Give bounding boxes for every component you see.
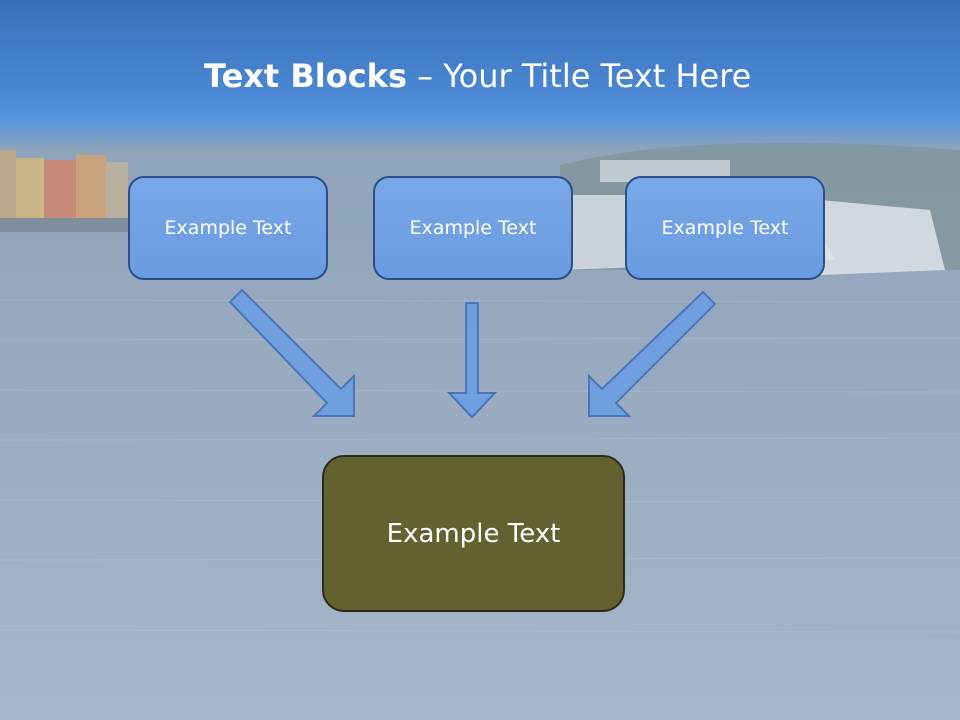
- arrow-center-down: [446, 302, 498, 419]
- top-box-left-label: Example Text: [164, 217, 292, 239]
- arrow-right-diagonal: [588, 290, 717, 417]
- title-dash: –: [407, 57, 444, 95]
- slide-title: Text Blocks – Your Title Text Here: [204, 52, 751, 102]
- arrow-left-diagonal: [228, 288, 355, 417]
- top-box-right-label: Example Text: [661, 217, 789, 239]
- top-box-center: Example Text: [373, 176, 573, 280]
- top-box-right: Example Text: [625, 176, 825, 280]
- title-rest: Your Title Text Here: [443, 57, 752, 95]
- top-box-center-label: Example Text: [409, 217, 537, 239]
- bottom-box: Example Text: [322, 455, 625, 612]
- top-box-left: Example Text: [128, 176, 328, 280]
- title-bold: Text Blocks: [204, 57, 407, 95]
- bottom-box-label: Example Text: [386, 518, 561, 549]
- header-band: [0, 0, 960, 150]
